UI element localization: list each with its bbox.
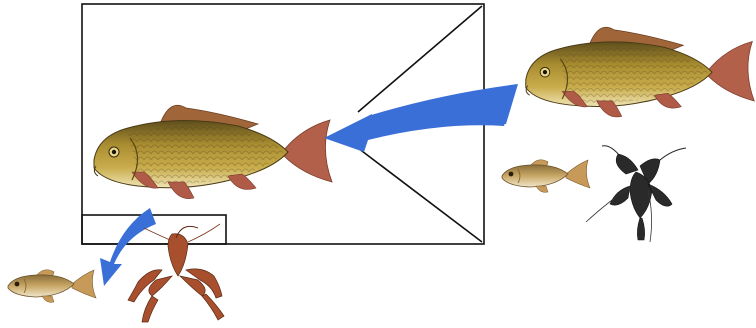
carp-center-icon	[94, 105, 332, 198]
flow-arrow-main-shaft	[368, 84, 518, 138]
crayfish-dark-icon	[586, 146, 686, 242]
perspective-line-bottom	[358, 148, 482, 242]
small-fish-left-icon	[8, 270, 96, 303]
small-fish-right-icon	[502, 160, 590, 193]
crayfish-red-icon	[128, 224, 224, 322]
carp-large-right-icon	[526, 27, 754, 117]
